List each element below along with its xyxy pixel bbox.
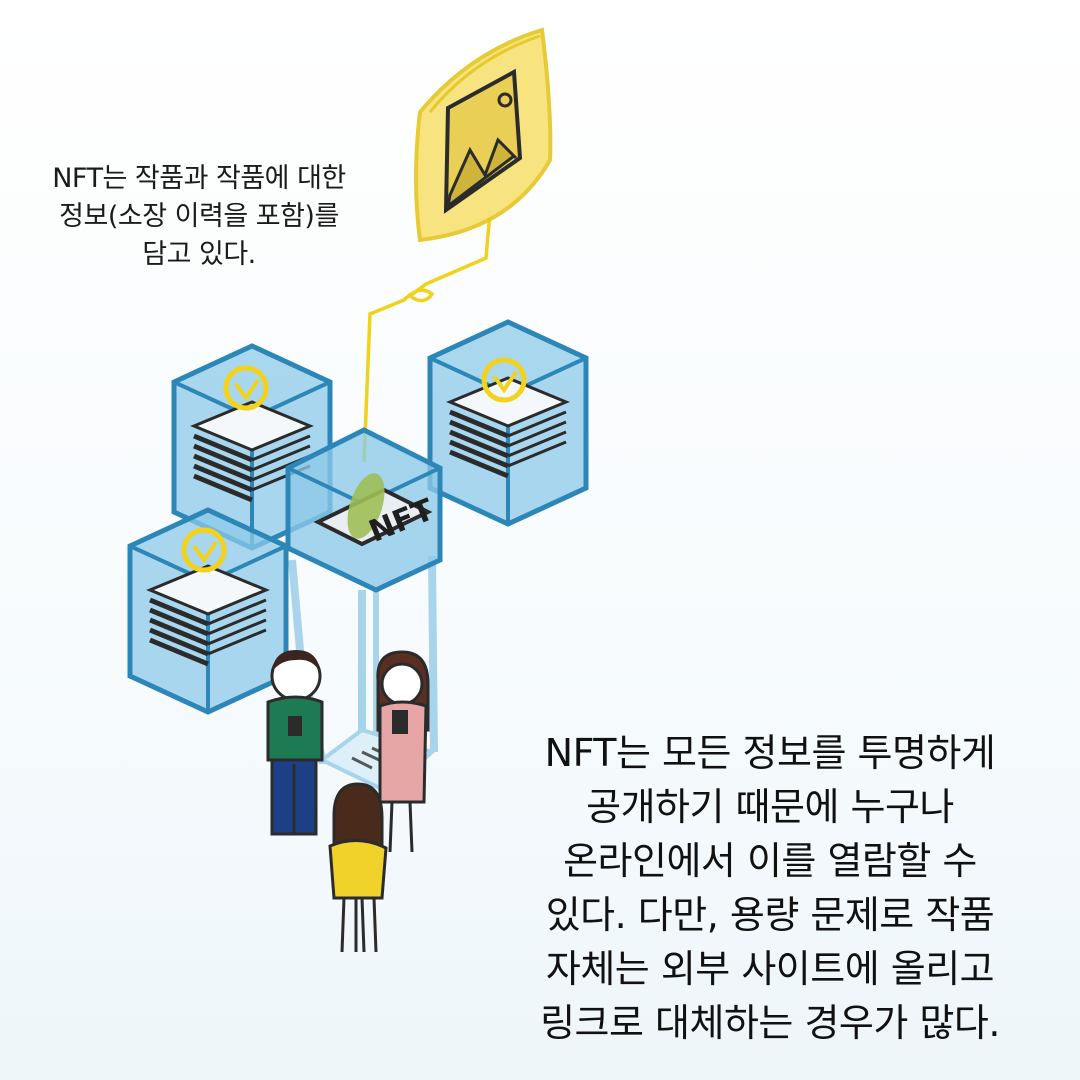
block-top-left	[174, 346, 330, 548]
caption-top-line: NFT는 작품과 작품에 대한	[52, 163, 346, 194]
caption-bottom: NFT는 모든 정보를 투명하게 공개하기 때문에 누구나 온라인에서 이를 열…	[470, 726, 1070, 1050]
check-icon	[181, 527, 227, 573]
caption-bottom-line: 있다. 다만, 용량 문제로 작품	[545, 893, 995, 937]
caption-bottom-line: 공개하기 때문에 누구나	[586, 785, 954, 829]
artwork-frame	[414, 27, 553, 243]
caption-bottom-line: 링크로 대체하는 경우가 많다.	[540, 1001, 1000, 1045]
caption-bottom-line: NFT는 모든 정보를 투명하게	[544, 731, 996, 775]
caption-top-line: 담고 있다.	[142, 239, 256, 270]
caption-bottom-line: 온라인에서 이를 열람할 수	[563, 839, 977, 883]
caption-top: NFT는 작품과 작품에 대한 정보(소장 이력을 포함)를 담고 있다.	[14, 160, 384, 274]
caption-top-line: 정보(소장 이력을 포함)를	[59, 201, 339, 232]
person-yellow-back	[328, 782, 388, 953]
link-string	[362, 211, 492, 463]
caption-bottom-line: 자체는 외부 사이트에 올리고	[545, 947, 995, 991]
check-icon	[223, 365, 269, 411]
picture-icon	[445, 137, 518, 210]
person-green-jacket	[266, 650, 324, 836]
block-top-right	[430, 322, 586, 524]
person-pink-top	[376, 650, 430, 853]
check-icon	[481, 357, 527, 403]
block-center-nft: NFT	[285, 427, 443, 593]
block-bottom-left	[130, 510, 286, 712]
